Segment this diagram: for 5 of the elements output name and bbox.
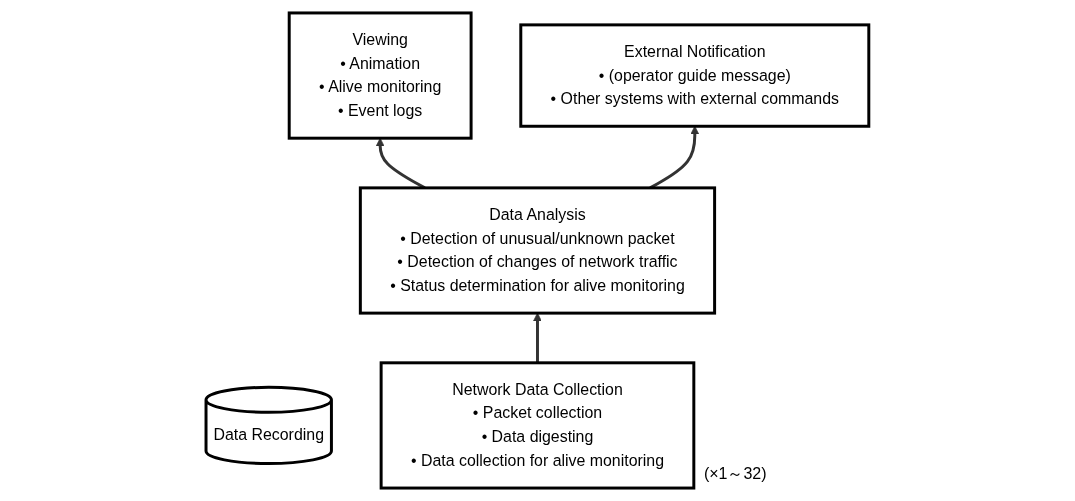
node-box: Network Data Collection • Packet collection • Data digesting • Data collection for alive monitoring [379, 361, 696, 490]
multiplicity-note: (×1～32) [703, 464, 767, 485]
node-box: Viewing • Animation • Alive monitoring • Event logs [287, 11, 473, 140]
node-box: Data Analysis • Detection of unusual/unknown packet • Detection of changes of network traffic • Status determination for alive monitoring [358, 186, 717, 315]
node-box: External Notification • (operator guide message) • Other systems with external commands [519, 23, 871, 128]
